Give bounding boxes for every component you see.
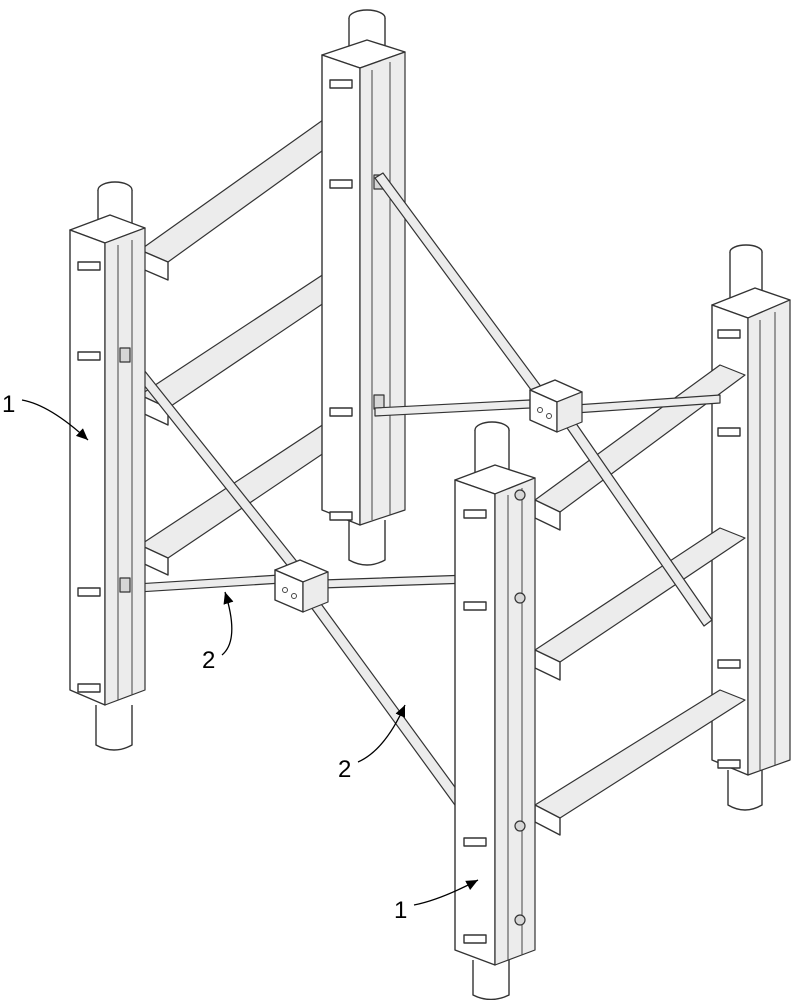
back-frame-rungs <box>139 114 359 576</box>
callout-label: 2 <box>202 647 215 674</box>
left-column <box>69 181 146 751</box>
front-column <box>454 421 536 1000</box>
center-clamp <box>274 559 329 613</box>
back-column <box>321 9 406 566</box>
braces <box>119 172 721 813</box>
upper-clamp <box>529 379 583 433</box>
right-column <box>711 244 791 811</box>
callout-label: 1 <box>2 391 15 418</box>
callout-label: 1 <box>394 897 407 924</box>
callout-1-left: 1 <box>2 391 89 441</box>
back-frame <box>139 9 406 576</box>
callout-label: 2 <box>338 756 351 783</box>
callout-1-front: 1 <box>394 879 479 924</box>
right-frame <box>534 244 791 836</box>
callout-2-left: 2 <box>202 591 234 674</box>
callout-2-center: 2 <box>338 704 406 783</box>
